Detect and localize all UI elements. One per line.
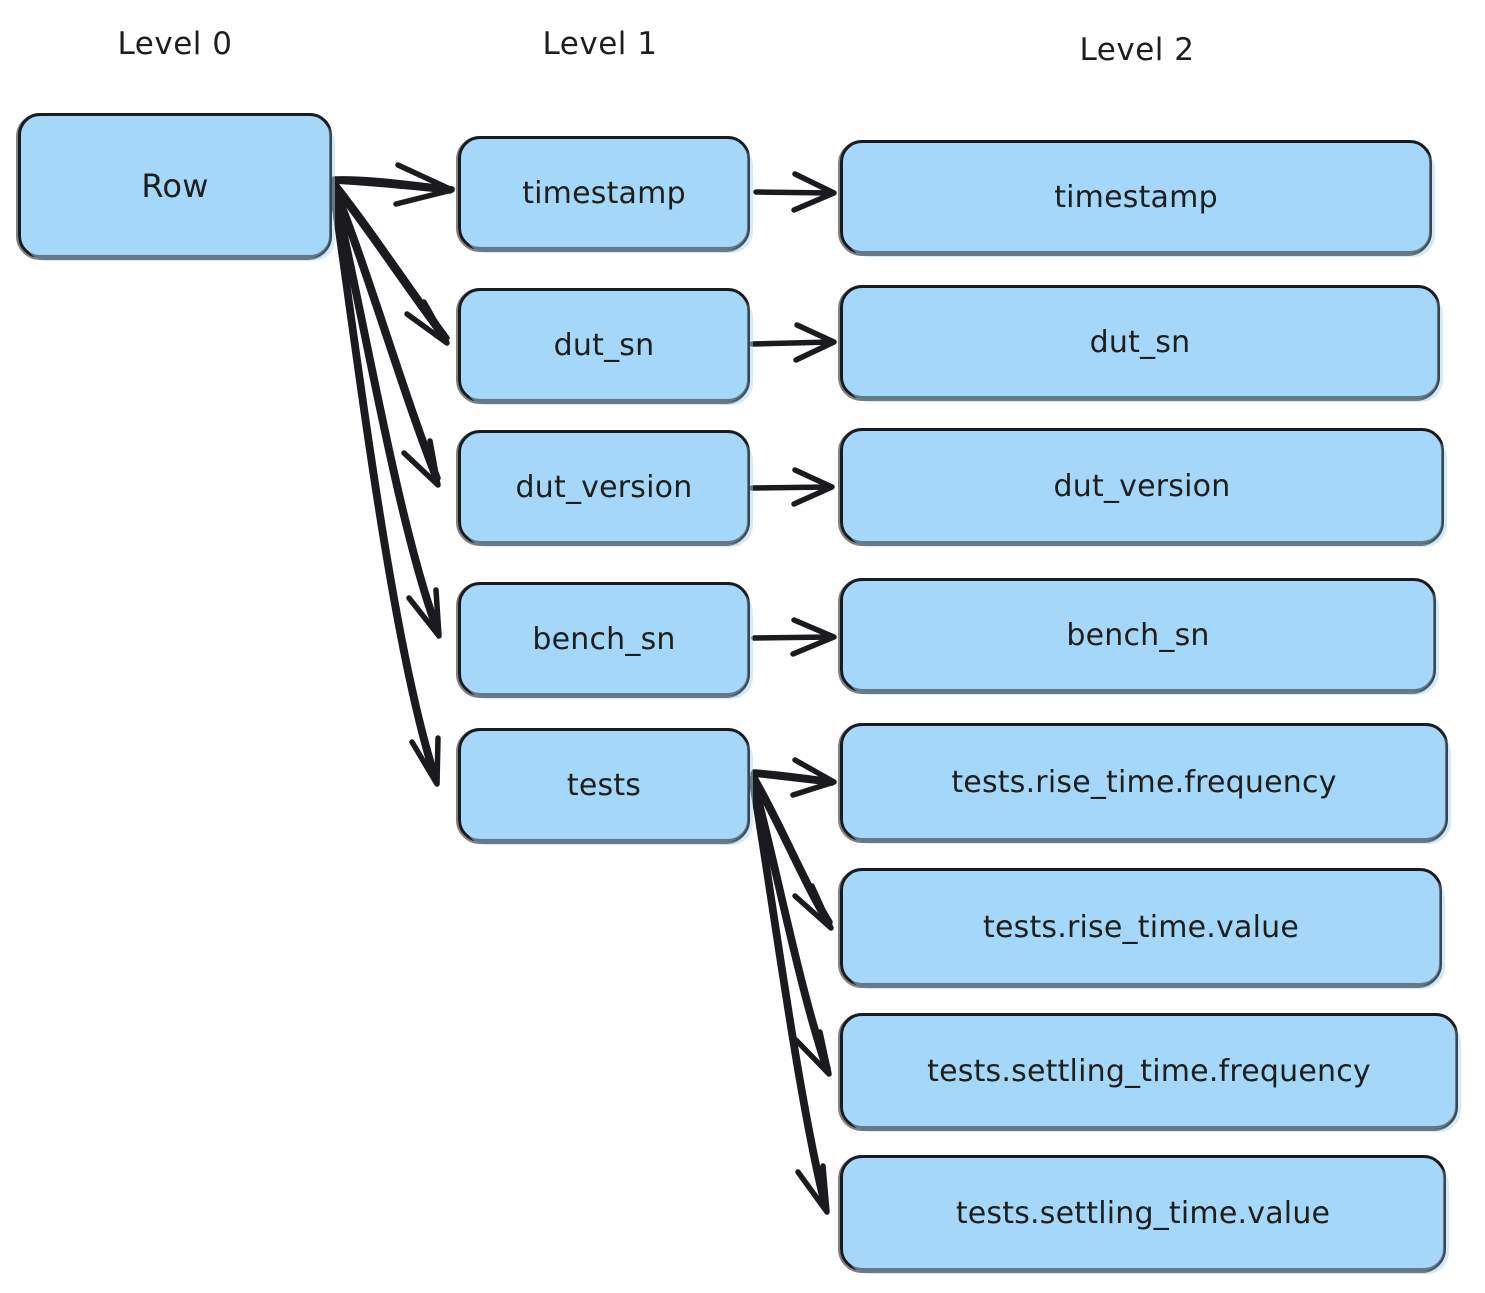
edge-l1-timestamp-to-l2-timestamp: [753, 171, 837, 213]
node-l2-tests-settling-time-frequency-label: tests.settling_time.frequency: [927, 1053, 1371, 1089]
node-l2-tests-rise-time-value[interactable]: tests.rise_time.value: [838, 868, 1445, 989]
node-l1-dut-sn[interactable]: dut_sn: [456, 288, 753, 405]
node-l2-tests-settling-time-value[interactable]: tests.settling_time.value: [838, 1155, 1449, 1274]
node-l2-tests-rise-time-frequency[interactable]: tests.rise_time.frequency: [838, 723, 1451, 844]
edge-tests-to-rise_time-frequency: [750, 757, 837, 798]
edge-tests-to-rise_time-value: [749, 773, 834, 931]
node-l1-timestamp-label: timestamp: [522, 175, 686, 211]
column-header-level-2: Level 2: [1079, 32, 1195, 68]
edge-row-to-tests: [329, 185, 441, 787]
edge-row-to-timestamp: [330, 162, 455, 207]
node-l2-dut-version[interactable]: dut_version: [838, 428, 1447, 547]
edge-tests-to-settling_time-frequency: [749, 776, 832, 1077]
node-l1-timestamp[interactable]: timestamp: [456, 136, 753, 253]
edge-l1-bench_sn-to-l2-bench_sn: [751, 617, 837, 657]
edge-l1-dut_sn-to-l2-dut_sn: [749, 322, 837, 363]
node-l2-bench-sn[interactable]: bench_sn: [838, 578, 1439, 695]
node-l1-tests[interactable]: tests: [456, 728, 753, 845]
edge-row-to-bench_sn: [329, 183, 442, 639]
node-l2-dut-version-label: dut_version: [1053, 468, 1231, 504]
node-l1-bench-sn[interactable]: bench_sn: [456, 582, 753, 699]
column-header-level-0: Level 0: [117, 26, 233, 62]
node-l2-dut-sn[interactable]: dut_sn: [838, 285, 1443, 402]
node-l2-tests-rise-time-value-label: tests.rise_time.value: [983, 909, 1299, 945]
node-l2-tests-settling-time-frequency[interactable]: tests.settling_time.frequency: [838, 1013, 1461, 1132]
column-header-level-1: Level 1: [542, 26, 658, 62]
node-l1-dut-version-label: dut_version: [515, 469, 693, 505]
node-l1-dut-sn-label: dut_sn: [553, 327, 655, 363]
node-l2-tests-rise-time-frequency-label: tests.rise_time.frequency: [951, 764, 1337, 800]
edge-row-to-dut_version: [329, 181, 441, 488]
node-l2-timestamp[interactable]: timestamp: [838, 140, 1435, 257]
node-l2-tests-settling-time-value-label: tests.settling_time.value: [955, 1195, 1331, 1231]
node-l2-timestamp-label: timestamp: [1054, 179, 1218, 215]
node-l1-bench-sn-label: bench_sn: [532, 621, 676, 657]
node-row-label: Row: [141, 166, 209, 205]
edge-row-to-dut_sn: [329, 179, 450, 346]
node-l1-dut-version[interactable]: dut_version: [456, 430, 753, 547]
edge-l1-dut_version-to-l2-dut_version: [749, 467, 835, 507]
node-l1-tests-label: tests: [566, 767, 642, 803]
edge-tests-to-settling_time-value: [749, 779, 830, 1215]
node-l2-dut-sn-label: dut_sn: [1089, 324, 1191, 360]
node-row[interactable]: Row: [16, 113, 335, 261]
node-l2-bench-sn-label: bench_sn: [1066, 617, 1210, 653]
